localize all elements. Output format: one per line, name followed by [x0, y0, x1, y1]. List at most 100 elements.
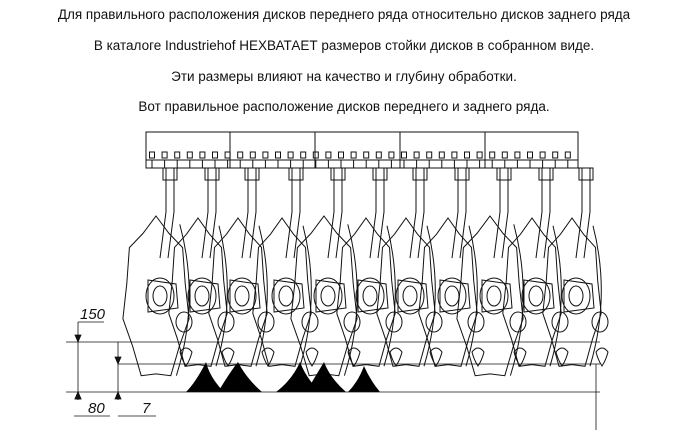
- disc-dish-arc: [343, 224, 358, 376]
- disc-assemblies: [122, 167, 609, 377]
- hub: [395, 277, 425, 315]
- bearing: [425, 311, 443, 333]
- rear-disc-assembly: [502, 167, 569, 367]
- clamp-bolts: [149, 151, 571, 168]
- bolt: [262, 151, 269, 168]
- dimension-label-150: 150: [80, 306, 106, 323]
- hub: [479, 277, 509, 315]
- disc-dish-arc: [589, 225, 602, 367]
- hub-flange: [397, 279, 429, 313]
- hub: [355, 277, 385, 315]
- bolt: [464, 151, 470, 168]
- bolt: [249, 151, 256, 168]
- disc: [542, 217, 602, 367]
- bearing: [343, 311, 361, 333]
- disc: [336, 217, 396, 367]
- rear-disc-assembly: [168, 167, 235, 367]
- caption-line-1: Для правильного расположения дисков пере…: [57, 7, 631, 22]
- disc: [502, 217, 562, 367]
- bolt: [413, 151, 420, 168]
- scraper: [221, 347, 235, 367]
- bearing: [385, 311, 403, 333]
- bearing: [551, 311, 569, 333]
- disc: [168, 217, 228, 367]
- bearing: [467, 311, 485, 333]
- rear-disc-assembly: [336, 167, 403, 367]
- frame-beam: [145, 131, 579, 169]
- stanchion: [575, 168, 591, 259]
- bolt: [527, 151, 533, 168]
- bolt: [149, 151, 155, 168]
- bolt: [338, 151, 344, 168]
- hub-center: [568, 285, 584, 307]
- disc: [456, 215, 524, 377]
- scraper: [595, 347, 609, 367]
- bolt: [388, 151, 395, 168]
- bolt: [237, 151, 244, 168]
- stanchion: [241, 168, 257, 259]
- front-disc-assembly: [122, 167, 193, 377]
- stanchion: [369, 168, 385, 259]
- disc-arrangement-drawing: 150 80 7: [66, 131, 609, 430]
- bolt: [539, 151, 546, 168]
- scraper: [305, 347, 319, 367]
- disc: [418, 217, 478, 367]
- front-disc-assembly: [456, 167, 527, 377]
- hub-flange: [481, 279, 513, 313]
- clamp: [578, 167, 594, 181]
- disc-dish-arc: [175, 224, 190, 376]
- disc-dish-arc: [383, 225, 396, 367]
- hub-center: [320, 285, 336, 307]
- bolt: [514, 151, 521, 168]
- bearing: [175, 311, 193, 333]
- stanchion: [327, 168, 343, 259]
- clamp: [330, 167, 346, 181]
- bolt: [451, 151, 458, 168]
- bolt: [489, 151, 496, 168]
- rear-disc-assembly: [208, 167, 275, 367]
- bolt: [199, 151, 206, 168]
- disc: [252, 217, 312, 367]
- bolt: [552, 151, 559, 168]
- disc: [122, 215, 190, 377]
- rear-disc-assembly: [376, 167, 443, 367]
- bolt: [564, 151, 571, 168]
- disc-dish-arc: [255, 225, 268, 367]
- disc: [376, 217, 436, 367]
- stanchion: [201, 168, 217, 259]
- disc-dish-arc: [465, 225, 478, 367]
- scraper: [471, 347, 485, 367]
- stanchion: [409, 168, 425, 259]
- clamp: [372, 167, 388, 181]
- rear-disc-assembly: [252, 167, 319, 367]
- hub-center: [444, 285, 460, 307]
- clamp: [244, 167, 260, 181]
- hub-center: [152, 285, 168, 307]
- hub-flange: [273, 279, 305, 313]
- bolt: [212, 151, 218, 168]
- clamp: [204, 167, 220, 181]
- clamp: [162, 167, 178, 181]
- scraper: [513, 347, 527, 367]
- bolt: [350, 151, 357, 168]
- bolt: [300, 151, 307, 168]
- bearing: [509, 311, 527, 333]
- scraper: [347, 347, 361, 367]
- scraper: [389, 347, 403, 367]
- hub: [187, 277, 217, 315]
- hub-center: [234, 285, 250, 307]
- bolt: [438, 151, 445, 168]
- hub-center: [402, 285, 418, 307]
- hub: [437, 277, 467, 315]
- disc-dish-arc: [299, 225, 312, 367]
- scraper: [261, 347, 275, 367]
- bearing: [257, 311, 275, 333]
- bearing: [217, 311, 235, 333]
- bearing: [301, 311, 319, 333]
- bolt: [224, 151, 231, 168]
- hub-flange: [147, 279, 179, 313]
- hub-flange: [229, 279, 261, 313]
- clamp: [496, 167, 512, 181]
- hub: [271, 277, 301, 315]
- clamp: [454, 167, 470, 181]
